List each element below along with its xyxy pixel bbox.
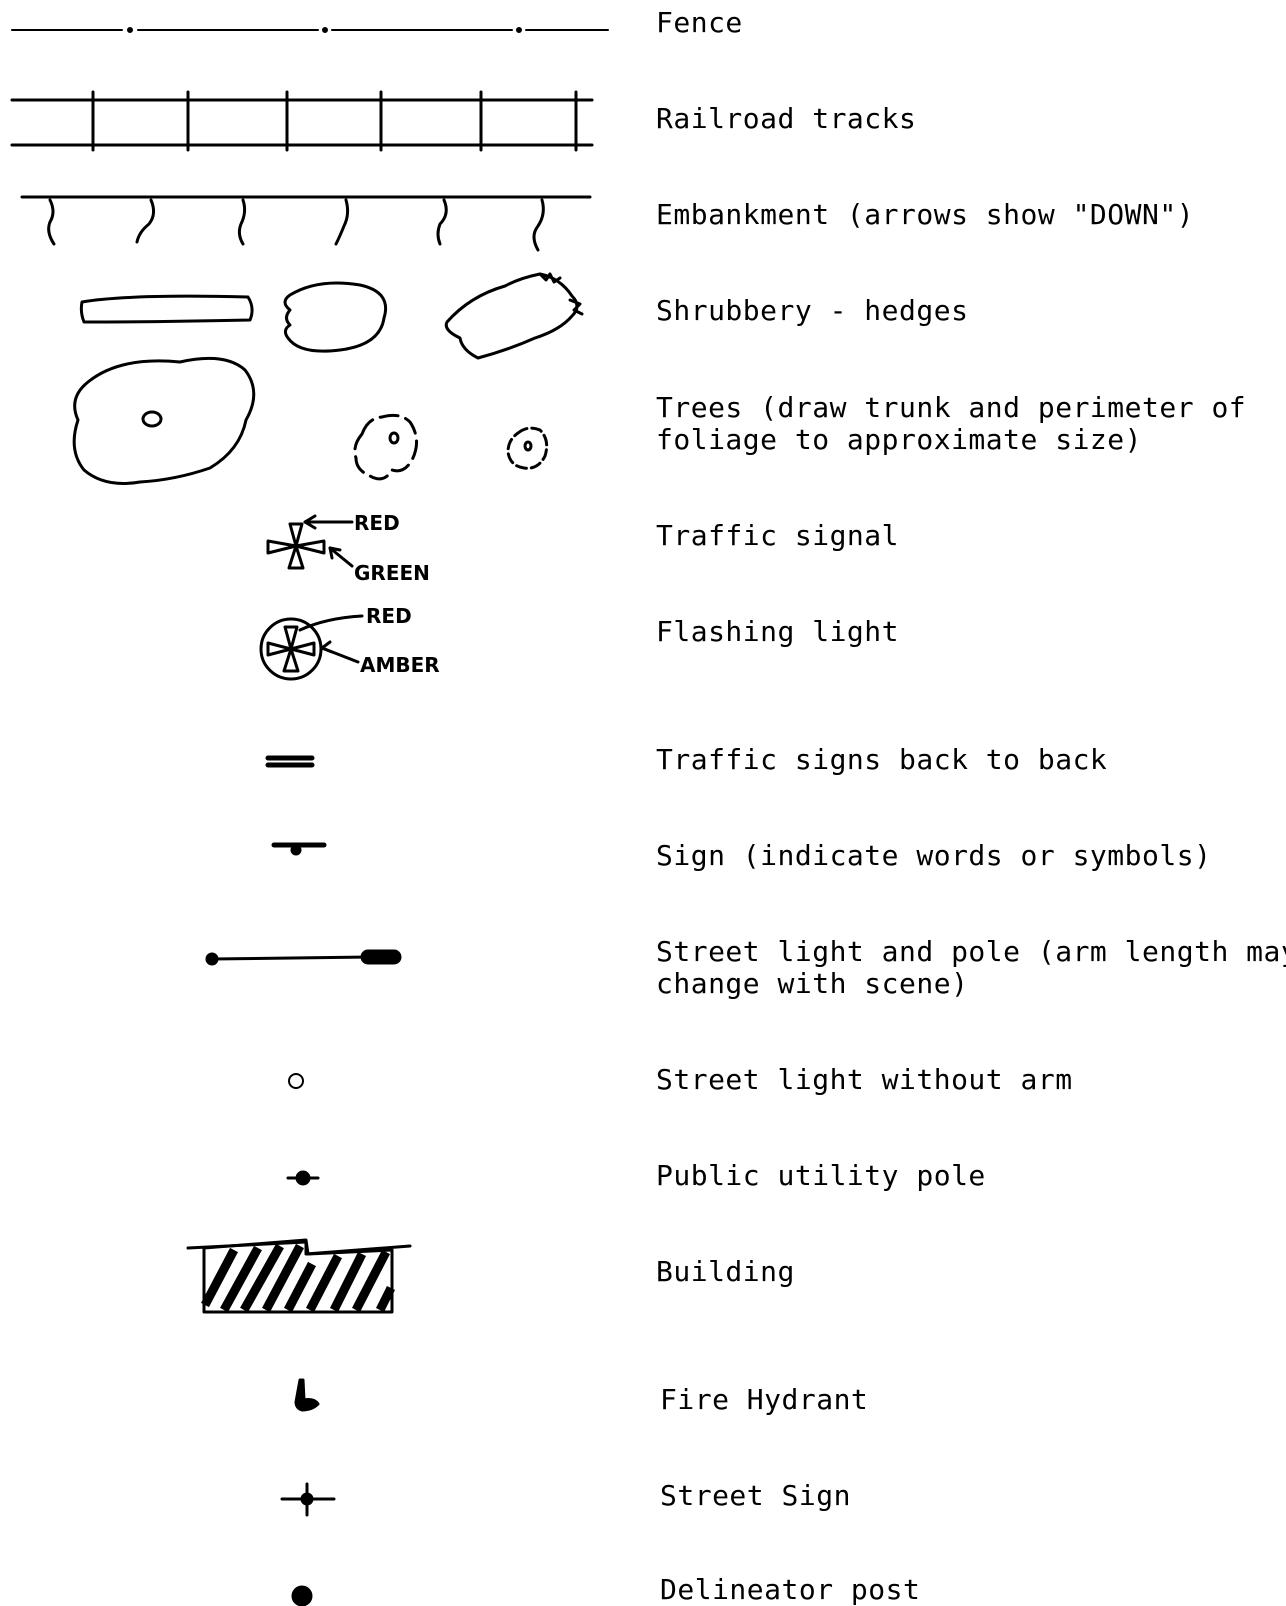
public-utility-pole-label: Public utility pole [656,1159,986,1192]
public-utility-pole-symbol [286,1170,320,1186]
trees-label-line-1: Trees (draw trunk and perimeter of [656,391,1246,424]
street-light-pole-label-line-2: change with scene) [656,967,968,1000]
delineator-post-symbol [291,1585,313,1606]
trees-symbol [72,356,549,485]
street-light-without-arm-symbol [288,1073,304,1089]
sign-label: Sign (indicate words or symbols) [656,839,1211,872]
trees-label-line-2: foliage to approximate size) [656,423,1142,456]
traffic-signs-back-to-back-label: Traffic signs back to back [656,743,1107,776]
building-symbol [186,1238,412,1314]
street-light-pole-label-line-1: Street light and pole (arm length may [656,935,1286,968]
flashing-light-red-label: RED [366,604,412,628]
fire-hydrant-label: Fire Hydrant [660,1383,868,1416]
railroad-tracks-label: Railroad tracks [656,102,916,135]
traffic-signs-back-to-back-symbol [265,755,315,768]
railroad-tracks-symbol [10,90,594,152]
flashing-light-symbol [259,614,364,681]
embankment-label: Embankment (arrows show "DOWN") [656,198,1194,231]
traffic-signal-red-label: RED [354,511,400,535]
building-label: Building [656,1255,795,1288]
street-sign-symbol [280,1482,336,1517]
fire-hydrant-symbol [294,1378,320,1412]
traffic-signal-label: Traffic signal [656,519,899,552]
street-sign-label: Street Sign [660,1479,851,1512]
fence-label: Fence [656,6,743,39]
delineator-post-label: Delineator post [660,1573,920,1606]
embankment-symbol [20,195,592,252]
fence-symbol [11,27,609,33]
traffic-signal-green-label: GREEN [354,561,430,585]
shrubbery-symbol [79,272,584,360]
sign-symbol [271,842,327,856]
street-light-without-arm-label: Street light without arm [656,1063,1073,1096]
street-light-and-pole-symbol [205,949,402,966]
flashing-light-label: Flashing light [656,615,899,648]
flashing-light-amber-label: AMBER [360,653,440,677]
traffic-signal-symbol [266,514,354,570]
shrubbery-label: Shrubbery - hedges [656,294,968,327]
